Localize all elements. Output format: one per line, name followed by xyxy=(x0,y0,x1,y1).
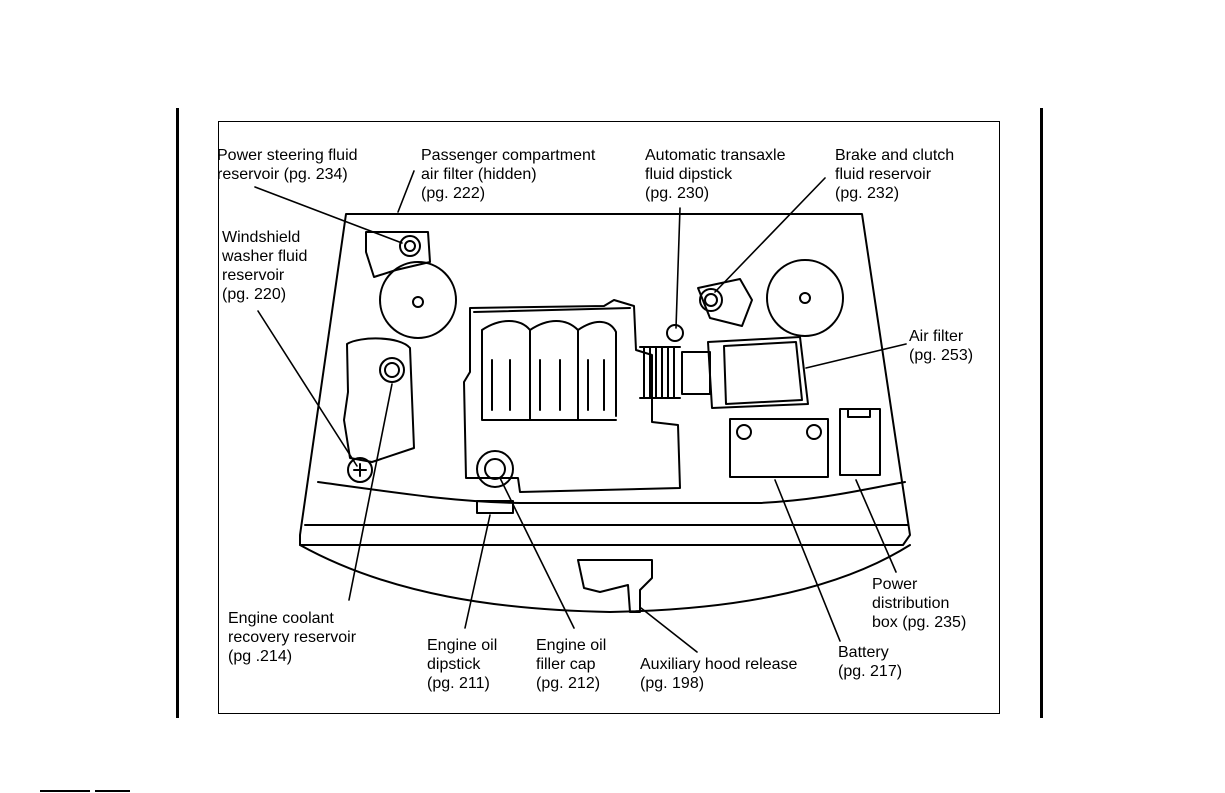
throttle-body xyxy=(681,351,711,395)
transaxle-dipstick xyxy=(666,324,684,342)
label-power-distribution: Power distribution box (pg. 235) xyxy=(872,576,967,631)
battery-terminal-neg xyxy=(736,424,752,440)
air-filter-box xyxy=(707,336,809,409)
leader-lines xyxy=(254,170,907,653)
label-air-filter: Air filter (pg. 253) xyxy=(909,328,974,364)
engine-block xyxy=(463,299,681,493)
bottom-edge-mark xyxy=(95,790,130,792)
label-washer-reservoir: Windshield washer fluid reservoir (pg. 2… xyxy=(222,229,308,303)
oil-filler-cap xyxy=(476,450,514,488)
auxiliary-hood-release xyxy=(577,559,653,613)
label-power-steering: Power steering fluid reservoir (pg. 234) xyxy=(217,147,358,183)
label-hood-release: Auxiliary hood release (pg. 198) xyxy=(640,656,798,692)
battery-terminal-pos xyxy=(806,424,822,440)
brake-reservoir-cap xyxy=(699,288,723,312)
label-coolant-reservoir: Engine coolant recovery reservoir (pg .2… xyxy=(228,610,357,665)
coolant-reservoir xyxy=(343,337,415,463)
coolant-cap xyxy=(379,357,405,383)
label-passenger-filter: Passenger compartment air filter (hidden… xyxy=(421,147,596,202)
page-margin-right-rule xyxy=(1040,108,1043,718)
brake-clutch-reservoir xyxy=(697,278,753,327)
label-transaxle-dipstick: Automatic transaxle fluid dipstick (pg. … xyxy=(645,147,786,202)
power-distribution-box xyxy=(839,408,881,476)
engine-bay-outline xyxy=(299,213,911,546)
label-oil-dipstick: Engine oil dipstick (pg. 211) xyxy=(427,637,498,692)
label-oil-filler: Engine oil filler cap (pg. 212) xyxy=(536,637,607,692)
label-brake-clutch: Brake and clutch fluid reservoir (pg. 23… xyxy=(835,147,955,202)
right-strut-tower xyxy=(766,259,844,337)
oil-dipstick-handle xyxy=(476,500,514,514)
front-bumper xyxy=(299,544,911,613)
intake-runners xyxy=(481,320,617,421)
label-battery: Battery (pg. 217) xyxy=(838,644,903,680)
battery xyxy=(729,418,829,478)
page-margin-left-rule xyxy=(176,108,179,718)
bottom-edge-mark xyxy=(40,790,90,792)
left-strut-tower xyxy=(379,261,457,339)
washer-cap xyxy=(347,457,373,483)
power-steering-cap xyxy=(399,235,421,257)
power-steering-reservoir xyxy=(365,231,431,278)
bumper-crease-1 xyxy=(317,481,906,504)
diagram-frame xyxy=(218,121,1000,714)
